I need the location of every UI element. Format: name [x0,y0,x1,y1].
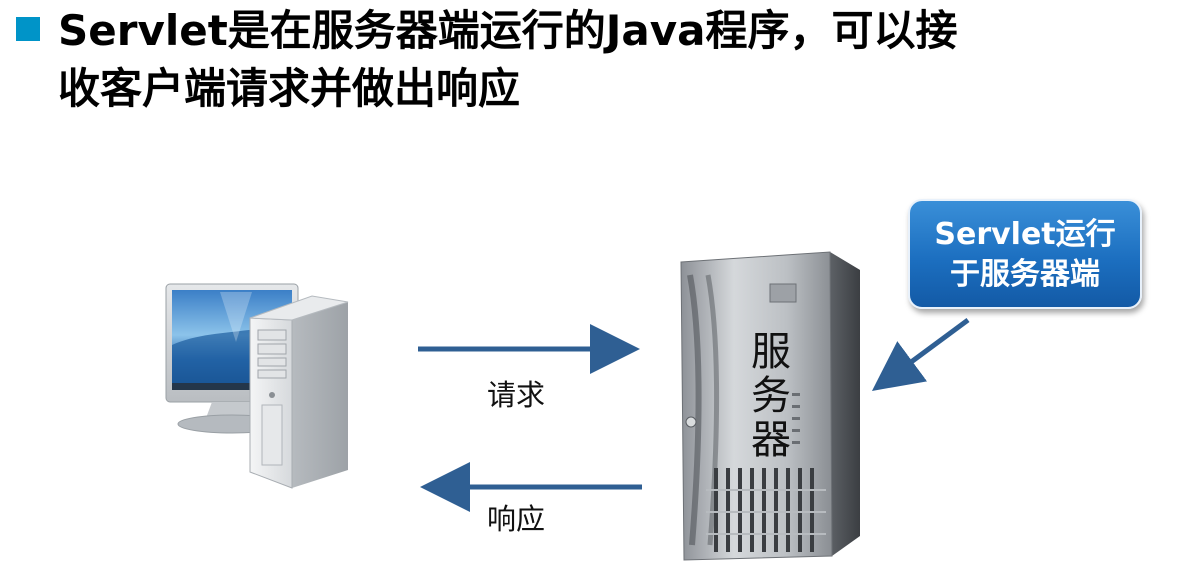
server-tower-icon [680,251,860,561]
server-label-char-2: 务 [751,373,791,419]
client-computer-icon [165,283,349,489]
slide-title: Servlet是在服务器端运行的Java程序，可以接 收客户端请求并做出响应 [58,2,1178,118]
server-label-char-1: 服 [751,329,791,375]
callout-pointer-arrow [871,317,970,391]
title-bullet [16,17,40,41]
slide-title-line-2: 收客户端请求并做出响应 [58,64,521,113]
callout-box: Servlet运行 于服务器端 [908,199,1142,309]
request-label: 请求 [487,378,546,412]
callout-line-2: 于服务器端 [950,257,1100,292]
callout-line-1: Servlet运行 [934,217,1116,252]
slide-title-line-1: Servlet是在服务器端运行的Java程序，可以接 [58,6,958,55]
server-label: 服 务 器 [745,330,797,462]
response-label: 响应 [487,502,546,536]
server-label-char-3: 器 [751,417,791,463]
